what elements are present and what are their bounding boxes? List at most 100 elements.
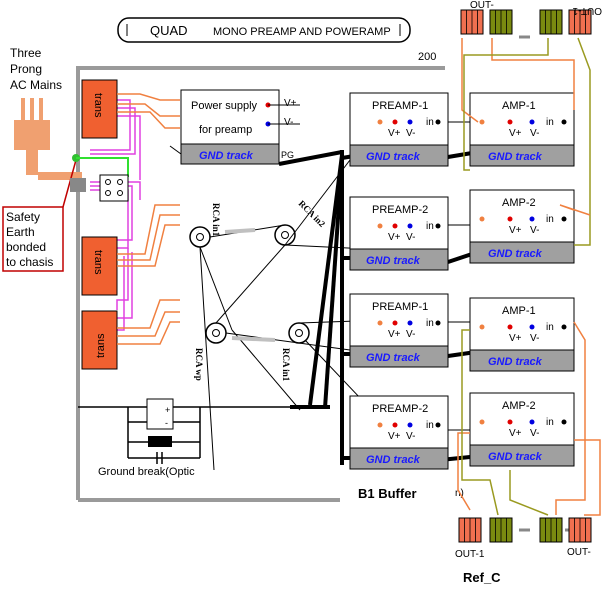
board-in: in: [546, 214, 554, 225]
board-vminus: V-: [530, 128, 539, 139]
board-vplus: V+: [388, 431, 401, 442]
board-in: in: [426, 221, 434, 232]
board-in: in: [426, 117, 434, 128]
board-gnd-track: GND track: [488, 151, 543, 163]
board-vplus: V+: [388, 128, 401, 139]
transformer-2-label: trans: [92, 250, 104, 275]
output-terminal-5: [458, 517, 482, 543]
svg-text:Earth: Earth: [6, 225, 35, 239]
board-vminus: V-: [406, 232, 415, 243]
out-bottom-label-2: OUT-: [567, 547, 591, 558]
psu-vminus: V-: [284, 117, 293, 128]
board-vplus: V+: [509, 128, 522, 139]
buffer-label: B1 Buffer: [358, 486, 417, 501]
output-terminal-8: [568, 517, 592, 543]
rca-label-2: RCA in2: [297, 198, 328, 229]
out-top-label-2: OUT-1: [572, 5, 602, 16]
title-brand: QUAD: [150, 23, 188, 38]
primary-wires: [90, 99, 141, 331]
board-vplus: V+: [509, 428, 522, 439]
title-subtitle: MONO PREAMP AND POWERAMP: [213, 26, 391, 38]
ground-break-label: Ground break(Optic: [98, 466, 195, 478]
output-terminal-2: [489, 9, 513, 35]
rca-label-3: RCA wp: [194, 348, 204, 381]
board-in: in: [426, 318, 434, 329]
mains-plug-icon: [14, 98, 82, 180]
reference-label: Ref_C: [463, 570, 501, 585]
board-vplus: V+: [509, 225, 522, 236]
board-gnd-track: GND track: [366, 454, 421, 466]
mains-label-line2: Prong: [10, 62, 42, 76]
svg-text:+: +: [165, 405, 170, 415]
board-vplus: V+: [388, 329, 401, 340]
diode-bridge: [146, 398, 174, 430]
rca-label-4: RCA in1: [281, 348, 291, 382]
chassis-label: 200: [418, 51, 436, 63]
board-name: PREAMP-2: [372, 204, 428, 216]
svg-text:to chasis: to chasis: [6, 255, 53, 269]
board-name: PREAMP-1: [372, 100, 428, 112]
board-vminus: V-: [406, 128, 415, 139]
board-gnd-track: GND track: [366, 352, 421, 364]
resistor: [148, 436, 172, 447]
board-in: in: [546, 417, 554, 428]
svg-text:bonded: bonded: [6, 240, 46, 254]
board-in: in: [546, 322, 554, 333]
output-terminal-7: [539, 517, 563, 543]
transformer-3-label: trans: [95, 333, 107, 358]
output-terminals: [458, 9, 592, 543]
board-vminus: V-: [406, 431, 415, 442]
board-gnd-track: GND track: [366, 151, 421, 163]
output-wires: [457, 37, 601, 516]
transformer-3: trans: [81, 310, 118, 370]
fuse-holder: [70, 178, 86, 192]
ground-break-circuit: [78, 406, 290, 459]
transformer-2: trans: [81, 236, 118, 296]
mains-label-line3: AC Mains: [10, 78, 62, 92]
earth-wire: [76, 157, 129, 177]
board-in: in: [426, 420, 434, 431]
board-vminus: V-: [530, 333, 539, 344]
board-in: in: [546, 117, 554, 128]
board-vminus: V-: [406, 329, 415, 340]
transformer-1-label: trans: [92, 93, 104, 118]
board-vplus: V+: [388, 232, 401, 243]
output-terminal-3: [539, 9, 563, 35]
output-terminal-6: [489, 517, 513, 543]
board-gnd-track: GND track: [366, 255, 421, 267]
out-bottom-label-1: OUT-1: [455, 549, 485, 560]
board-vminus: V-: [530, 428, 539, 439]
shield-dashes: [224, 228, 276, 342]
board-gnd-track: GND track: [488, 451, 543, 463]
psu-pg: PG: [281, 150, 294, 160]
title-bar: QUAD MONO PREAMP AND POWERAMP: [117, 17, 411, 43]
secondary-wires: [117, 93, 180, 345]
board-name: PREAMP-2: [372, 403, 428, 415]
board-name: PREAMP-1: [372, 301, 428, 313]
board-gnd-track: GND track: [488, 356, 543, 368]
out-top-label-1: OUT-: [470, 0, 494, 11]
output-terminal-1: [460, 9, 484, 35]
svg-text:Safety: Safety: [6, 210, 40, 224]
board-name: AMP-1: [502, 100, 536, 112]
chassis-outline: [76, 66, 445, 502]
safety-earth-note: Safety Earth bonded to chasis: [2, 159, 77, 272]
board-name: AMP-2: [502, 400, 536, 412]
psu-label-line1: Power supply: [191, 100, 258, 112]
rca-label-1: RCA in1: [211, 203, 221, 237]
psu-gnd-track: GND track: [199, 150, 254, 162]
psu-label-line2: for preamp: [199, 124, 252, 136]
rca-jacks: RCA in1 RCA in2 RCA wp RCA in1: [189, 198, 328, 382]
mains-label-line1: Three: [10, 46, 42, 60]
output-terminal-4: [568, 9, 592, 35]
board-gnd-track: GND track: [488, 248, 543, 260]
